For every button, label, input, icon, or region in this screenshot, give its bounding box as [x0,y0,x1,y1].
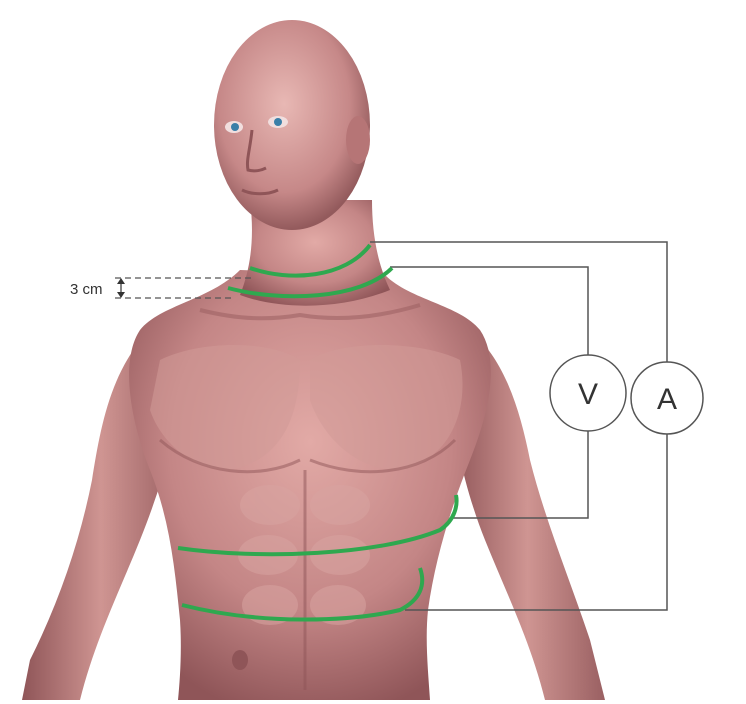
left-iris [231,123,239,131]
navel [232,650,248,670]
spacing-label: 3 cm [70,281,103,298]
voltmeter-label: V [578,378,598,411]
right-iris [274,118,282,126]
ammeter-label: A [657,383,677,416]
ear [346,116,370,164]
torso [129,270,491,700]
ammeter: A [631,362,703,434]
voltmeter: V [550,355,626,431]
human-torso-figure [22,20,605,700]
